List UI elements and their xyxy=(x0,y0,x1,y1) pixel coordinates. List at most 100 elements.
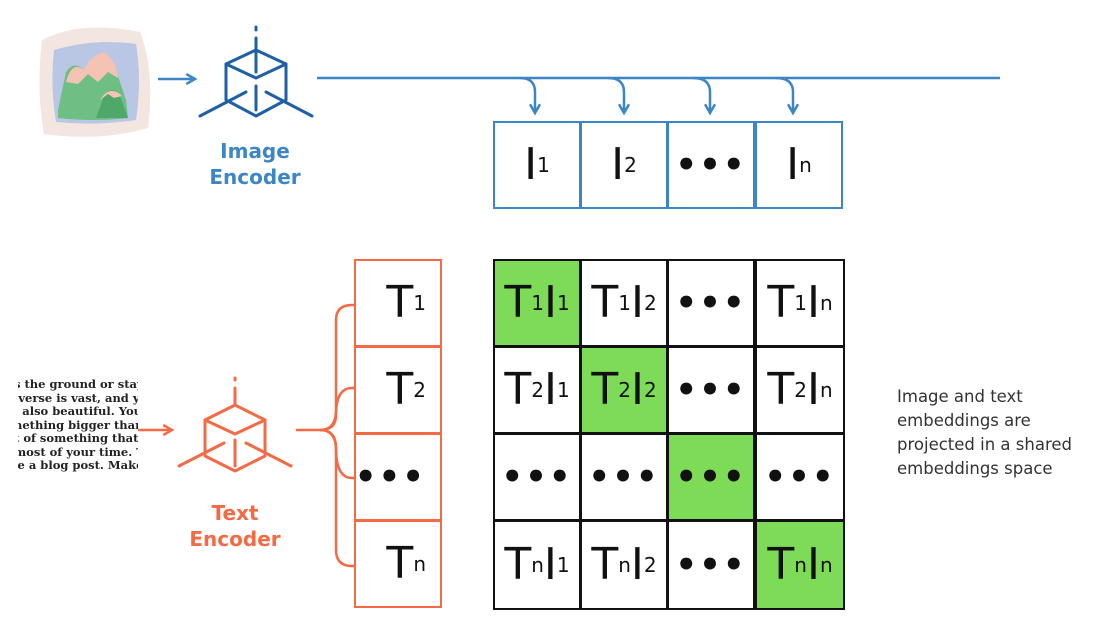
text-input-line: : also beautiful. You a xyxy=(18,404,138,418)
subscript: 1 xyxy=(531,291,544,315)
symbol: I xyxy=(786,139,799,190)
symbol: T xyxy=(386,277,413,328)
subscript: 1 xyxy=(556,291,570,315)
symbol: I xyxy=(543,539,557,590)
subscript: n xyxy=(819,553,833,577)
symbol: I xyxy=(543,277,557,328)
text-encoder-cube-icon xyxy=(177,376,293,473)
subscript: n xyxy=(819,291,833,315)
matrix-cell: ••• xyxy=(667,520,755,610)
ellipsis: ••• xyxy=(675,370,747,410)
symbol: T xyxy=(504,277,531,328)
symbol: I xyxy=(806,364,820,415)
subscript: 2 xyxy=(643,291,657,315)
image-embedding-connectors xyxy=(317,76,1000,116)
ellipsis: ••• xyxy=(675,283,747,323)
image-embedding-cell: ••• xyxy=(667,121,755,209)
subscript: 2 xyxy=(618,378,631,402)
subscript: 1 xyxy=(618,291,631,315)
text-embedding-connectors xyxy=(296,298,378,573)
text-input-line: s the ground or stays xyxy=(18,378,138,391)
text-embedding-cell: ••• xyxy=(354,433,442,521)
subscript: n xyxy=(794,553,807,577)
matrix-cell: ••• xyxy=(667,346,755,434)
symbol: T xyxy=(591,364,618,415)
subscript: n xyxy=(618,553,631,577)
matrix-cell: ••• xyxy=(667,259,755,347)
subscript: 1 xyxy=(794,291,807,315)
image-encoder-label: Image Encoder xyxy=(190,138,320,190)
symbol: T xyxy=(591,277,618,328)
text-encoder-label-line2: Encoder xyxy=(189,527,281,551)
symbol: T xyxy=(767,364,794,415)
subscript: 1 xyxy=(556,378,570,402)
subscript: n xyxy=(531,553,544,577)
matrix-cell: ••• xyxy=(493,433,581,521)
symbol: I xyxy=(806,539,820,590)
image-encoder-label-line2: Encoder xyxy=(209,165,301,189)
matrix-cell: ••• xyxy=(755,433,845,521)
symbol: T xyxy=(386,538,413,589)
matrix-cell: ••• xyxy=(580,433,668,521)
ellipsis: ••• xyxy=(675,545,747,585)
text-input-line: t of something that ma xyxy=(18,431,138,445)
subscript: 2 xyxy=(531,378,544,402)
mountain-picture-icon xyxy=(39,27,151,137)
subscript: n xyxy=(413,552,426,576)
subscript: 2 xyxy=(624,153,637,177)
text-encoder-label: Text Encoder xyxy=(170,500,300,552)
text-encoder-label-line1: Text xyxy=(211,501,259,525)
subscript: 1 xyxy=(413,291,426,315)
symbol: I xyxy=(543,364,557,415)
symbol: I xyxy=(524,139,537,190)
ellipsis: ••• xyxy=(675,145,747,185)
subscript: 2 xyxy=(643,378,657,402)
subscript: n xyxy=(799,153,812,177)
subscript: 2 xyxy=(413,378,426,402)
ellipsis: ••• xyxy=(354,457,426,497)
text-input-line: iverse is vast, and you xyxy=(18,390,138,405)
text-input-line: 'e a blog post. Make a xyxy=(18,458,138,472)
subscript: 1 xyxy=(537,153,550,177)
subscript: 2 xyxy=(794,378,807,402)
symbol: T xyxy=(386,364,413,415)
matrix-cell-diagonal: ••• xyxy=(667,433,755,521)
symbol: T xyxy=(504,539,531,590)
image-encoder-label-line1: Image xyxy=(220,139,290,163)
symbol: T xyxy=(591,539,618,590)
symbol: I xyxy=(630,364,644,415)
subscript: n xyxy=(819,378,833,402)
text-input-line: nething bigger than yo xyxy=(18,417,138,432)
symbol: T xyxy=(767,539,794,590)
text-input-line: most of your time. Tal xyxy=(18,444,138,459)
symbol: I xyxy=(630,277,644,328)
ellipsis: ••• xyxy=(764,457,836,497)
ellipsis: ••• xyxy=(675,457,747,497)
explanation-note: Image and text embeddings are projected … xyxy=(897,387,1072,478)
symbol: I xyxy=(630,539,644,590)
subscript: 1 xyxy=(556,553,570,577)
ellipsis: ••• xyxy=(501,457,573,497)
symbol: I xyxy=(611,139,624,190)
text-input-snippet: s the ground or stays iverse is vast, an… xyxy=(18,378,138,488)
symbol: T xyxy=(504,364,531,415)
subscript: 2 xyxy=(643,553,657,577)
image-encoder-cube-icon xyxy=(198,25,314,118)
ellipsis: ••• xyxy=(588,457,660,497)
symbol: T xyxy=(767,277,794,328)
